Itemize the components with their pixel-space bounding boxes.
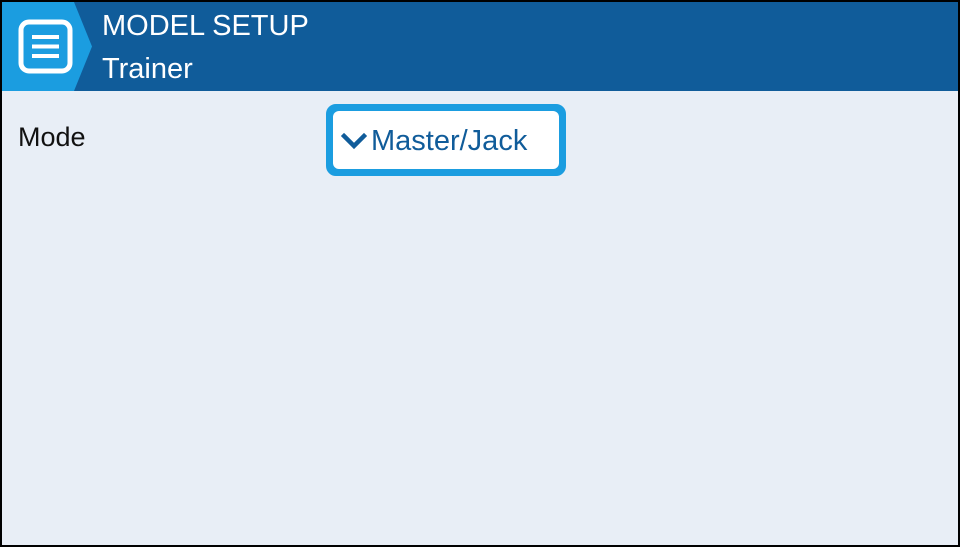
chevron-down-icon: [341, 132, 367, 150]
mode-dropdown[interactable]: Master/Jack: [326, 104, 566, 176]
menu-list-icon: [2, 2, 92, 91]
mode-dropdown-value: Master/Jack: [371, 125, 528, 157]
mode-label: Mode: [18, 122, 86, 152]
page-title: MODEL SETUP: [102, 10, 309, 42]
menu-button[interactable]: [2, 2, 92, 91]
page-subtitle: Trainer: [102, 53, 193, 85]
header-bar: MODEL SETUP Trainer: [2, 2, 958, 91]
mode-dropdown-field: Master/Jack: [333, 111, 559, 169]
